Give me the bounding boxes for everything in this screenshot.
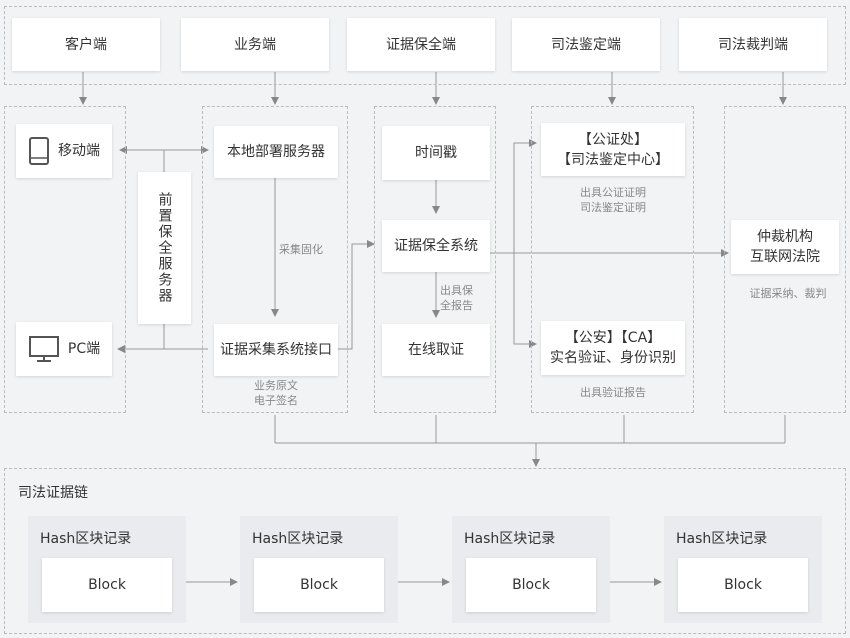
client-column [4,106,126,413]
pc-end-box: PC端 [16,322,112,376]
notary-line2: 【司法鉴定中心】 [557,151,669,168]
preservation-report-note: 出具保 全报告 [440,283,486,313]
preservation-system-box: 证据保全系统 [382,220,490,272]
report-note-line1: 出具保 [440,284,473,297]
block-box: Block [42,558,172,612]
tablet-icon [29,137,49,165]
business-end-box: 业务端 [181,18,329,71]
client-end-label: 客户端 [65,36,107,53]
online-forensics-label: 在线取证 [408,342,464,358]
arbitration-line2: 互联网法院 [750,249,820,265]
local-server-label: 本地部署服务器 [227,144,325,160]
notary-note-line2: 司法鉴定证明 [580,201,646,214]
block-box: Block [254,558,384,612]
pc-end-label: PC端 [67,341,101,357]
preservation-column [374,106,496,413]
preservation-system-label: 证据保全系统 [394,238,478,254]
hash-block-record-1: Hash区块记录 Block [28,516,186,623]
business-note: 业务原文 电子签名 [226,378,326,408]
business-column [202,106,348,413]
timestamp-box: 时间戳 [382,126,490,180]
block-box: Block [678,558,808,612]
business-note-line1: 业务原文 [254,379,298,392]
collection-interface-box: 证据采集系统接口 [214,324,338,376]
notary-line1: 【公证处】 [578,131,648,148]
preservation-end-label: 证据保全端 [386,36,456,53]
police-ca-note: 出具验证报告 [580,386,646,399]
online-forensics-box: 在线取证 [382,324,490,376]
evidence-chain-title: 司法证据链 [18,485,88,501]
forensic-column [531,106,694,413]
local-server-box: 本地部署服务器 [214,126,338,178]
police-ca-line1: 【公安】【CA】 [564,330,662,346]
mobile-end-label: 移动端 [58,143,100,159]
judgment-column [724,106,846,413]
police-ca-box: 【公安】【CA】 实名验证、身份识别 [541,321,685,375]
mobile-end-box: 移动端 [16,124,112,178]
client-end-box: 客户端 [12,18,160,71]
monitor-icon [28,336,59,362]
evidence-chain-container [4,468,846,634]
report-note-line2: 全报告 [440,299,473,312]
forensic-end-box: 司法鉴定端 [512,18,660,71]
judgment-end-box: 司法裁判端 [679,18,827,71]
hash-record-label: Hash区块记录 [40,531,132,547]
arbitration-line1: 仲裁机构 [757,229,813,245]
hash-block-record-3: Hash区块记录 Block [452,516,610,623]
arbitration-box: 仲裁机构 互联网法院 [731,220,839,274]
front-server-box: 前置保全服务器 [138,172,191,324]
preservation-end-box: 证据保全端 [347,18,495,71]
hash-record-label: Hash区块记录 [464,531,556,547]
hash-record-label: Hash区块记录 [252,531,344,547]
collection-interface-label: 证据采集系统接口 [220,342,332,358]
hash-record-label: Hash区块记录 [676,531,768,547]
notary-note-line1: 出具公证证明 [580,186,646,199]
judgment-end-label: 司法裁判端 [718,36,788,53]
forensic-end-label: 司法鉴定端 [551,36,621,53]
collect-label: 采集固化 [279,243,323,256]
hash-block-record-4: Hash区块记录 Block [664,516,822,623]
business-end-label: 业务端 [234,36,276,53]
business-note-line2: 电子签名 [254,394,298,407]
top-row-container [4,6,846,85]
judgment-note: 证据采纳、裁判 [749,287,827,300]
timestamp-label: 时间戳 [415,145,457,161]
hash-block-record-2: Hash区块记录 Block [240,516,398,623]
notary-note: 出具公证证明 司法鉴定证明 [541,185,685,215]
police-ca-line2: 实名验证、身份识别 [550,350,676,366]
front-server-label: 前置保全服务器 [156,192,173,304]
notary-box: 【公证处】 【司法鉴定中心】 [541,123,685,176]
block-box: Block [466,558,596,612]
